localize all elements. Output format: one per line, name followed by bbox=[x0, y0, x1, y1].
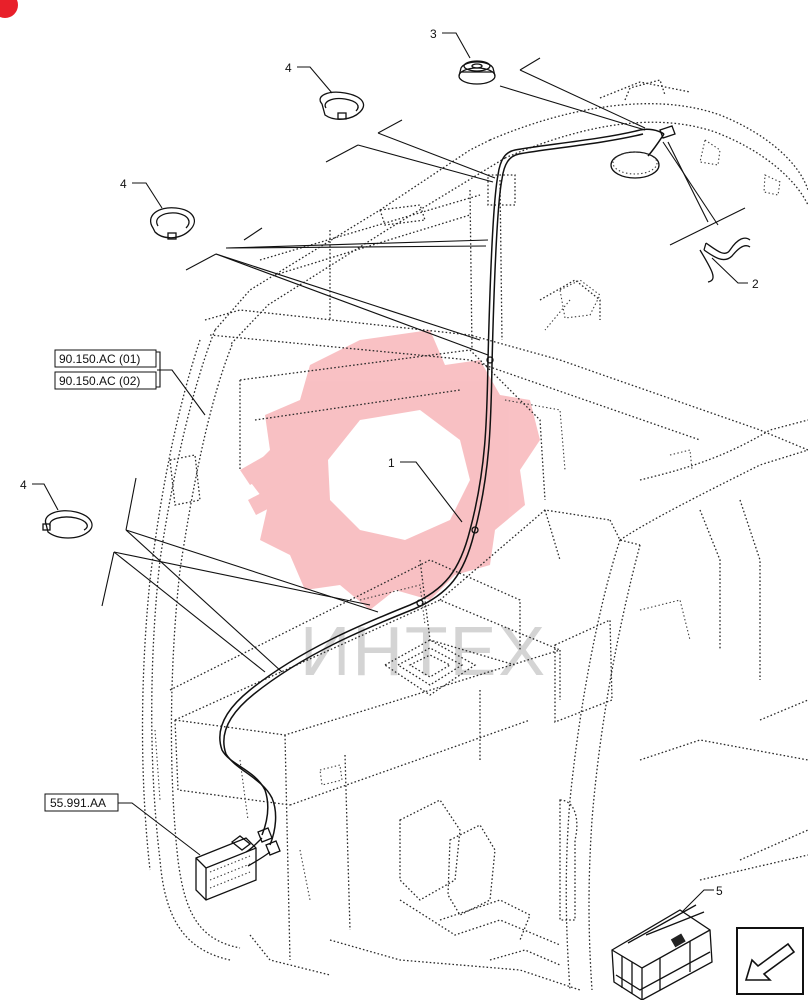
watermark-gear-logo bbox=[240, 330, 540, 610]
watermark-text: ИНТЕХ bbox=[300, 612, 547, 690]
grommet-part bbox=[458, 60, 496, 85]
item-number-3: 3 bbox=[430, 27, 437, 41]
item-number-4-left: 4 bbox=[20, 478, 27, 492]
item-number-4-top: 4 bbox=[285, 61, 292, 75]
reference-90-150-ac-02[interactable]: 90.150.AC (02) bbox=[54, 371, 157, 390]
item-number-1: 1 bbox=[388, 456, 395, 470]
cable-tie-part-b bbox=[150, 207, 195, 240]
crate-part bbox=[611, 904, 713, 1000]
reference-bracket bbox=[156, 351, 161, 388]
section-lines bbox=[101, 57, 746, 673]
tube-part bbox=[699, 237, 751, 283]
item-number-2: 2 bbox=[752, 277, 759, 291]
reference-label: 90.150.AC (02) bbox=[59, 374, 140, 388]
item-number-4-middle: 4 bbox=[120, 177, 127, 191]
reference-label: 55.991.AA bbox=[50, 796, 106, 810]
leader-lines bbox=[32, 32, 748, 913]
reference-90-150-ac-01[interactable]: 90.150.AC (01) bbox=[54, 349, 157, 368]
corner-badge-icon bbox=[0, 0, 18, 18]
antenna-assembly bbox=[610, 125, 676, 179]
cable-tie-part-c bbox=[42, 510, 93, 539]
controller-module bbox=[195, 835, 257, 901]
cable-tie-part-a bbox=[319, 91, 365, 120]
reference-55-991-aa[interactable]: 55.991.AA bbox=[44, 793, 119, 812]
cab-frame bbox=[141, 79, 808, 991]
reference-label: 90.150.AC (01) bbox=[59, 352, 140, 366]
item-number-5: 5 bbox=[716, 884, 723, 898]
navigation-arrow-icon[interactable] bbox=[736, 927, 804, 995]
